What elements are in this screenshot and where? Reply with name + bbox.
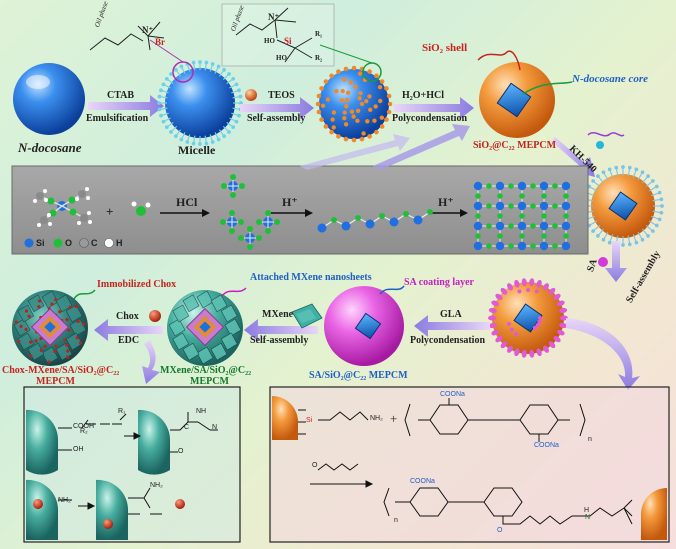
hcl-arrow-label: HCl	[176, 195, 198, 209]
n-label-1: N	[212, 424, 218, 431]
si-label: Si	[284, 36, 292, 46]
coona-label-2: COONa	[534, 442, 559, 449]
r2-label: R₂	[315, 54, 323, 62]
micelle-label: Micelle	[178, 143, 216, 157]
oh-label-1: OH	[73, 446, 84, 453]
o-label-1: O	[178, 448, 184, 455]
legend-o-label: O	[65, 238, 73, 248]
n-subscript-2: n	[394, 517, 398, 524]
legend-c-label: C	[91, 238, 98, 248]
teos-structure	[221, 3, 335, 67]
ctab-label: CTAB	[107, 90, 135, 101]
sa-coating-layer-label: SA coating layer	[404, 277, 474, 288]
teos-ball	[245, 89, 257, 101]
h2o-hcl-label: H₂O+HCl	[402, 90, 445, 101]
emulsification-label: Emulsification	[86, 113, 149, 124]
teos-label: TEOS	[268, 90, 295, 101]
sio2-shell-label: SiO₂ shell	[422, 42, 468, 54]
nh2-label-1: NH₂	[58, 497, 71, 504]
edc-label: EDC	[118, 335, 140, 346]
kh540-modified-sphere	[582, 165, 664, 247]
sa-ball	[598, 257, 608, 267]
arrow-chox	[94, 319, 163, 341]
chox-mxene-label-line1: Chox-MXene/SA/SiO₂@C₂₂	[2, 365, 120, 376]
h-plus-label-2: H⁺	[438, 195, 454, 209]
n-plus-label-2: N⁺	[268, 12, 280, 22]
cooh-label: COOH	[73, 423, 94, 430]
arrow-gla	[414, 315, 490, 337]
plus-sign-2: +	[390, 411, 398, 426]
sa-grafting-panel	[269, 386, 670, 543]
c-label-1: C	[184, 424, 190, 431]
arrow-mxene	[244, 319, 318, 341]
coona-label-1: COONa	[440, 391, 465, 398]
sa-sio2-c22-mepcm-label: SA/SiO₂@C₂₂ MEPCM	[309, 370, 408, 381]
r2-label-b: R₂	[80, 428, 88, 435]
h-label-n: H	[584, 507, 590, 514]
sio2-c22-sphere	[479, 62, 555, 138]
coona-label-3: COONa	[410, 478, 435, 485]
mxene-sa-label-line2: MEPCM	[190, 376, 229, 387]
ctab-structure	[89, 21, 165, 51]
mxene-sheet	[291, 303, 323, 329]
nh-label-1: NH	[196, 408, 207, 415]
ho-label-2: HO	[276, 54, 287, 62]
arrow-teos	[240, 97, 314, 119]
polycondensation-label-1: Polycondensation	[392, 113, 468, 124]
n-docosane-core-label: N-docosane core	[572, 73, 649, 85]
silica-micelle-sphere	[315, 44, 393, 143]
mxene-sa-label-line1: MXene/SA/SiO₂@C₂₂	[160, 365, 252, 376]
hydrolysis-panel	[11, 124, 589, 255]
n-docosane-sphere	[13, 63, 85, 135]
chox-label: Chox	[116, 311, 139, 322]
aldehyde-o-label-2: O	[497, 527, 503, 534]
si-label-2: Si	[306, 417, 313, 424]
n-plus-label-1: N⁺	[142, 25, 154, 35]
arrow-emulsification	[88, 95, 164, 117]
edc-coupling-panel	[23, 386, 241, 543]
sa-sio2-sphere	[324, 286, 404, 366]
self-assembly-label-3: Self-assembly	[250, 335, 309, 346]
plus-sign-1: +	[106, 204, 114, 219]
ho-label-1: HO	[264, 37, 275, 45]
n-subscript-1: n	[588, 436, 592, 443]
n-docosane-label: N-docosane	[18, 140, 82, 155]
arrow-to-right-panel	[566, 318, 640, 390]
r1-label-b: R₁	[118, 408, 126, 415]
chox-ball	[149, 310, 161, 322]
attached-mxene-label: Attached MXene nanosheets	[250, 272, 372, 283]
h-plus-label-1: H⁺	[282, 195, 298, 209]
gla-label: GLA	[440, 309, 462, 320]
nh2-label-2: NH₂	[150, 482, 163, 489]
arrow-sa	[605, 241, 627, 282]
polycondensation-label-2: Polycondensation	[410, 335, 486, 346]
arrow-to-left-panel	[142, 340, 160, 384]
chox-sphere	[12, 290, 88, 366]
nh2-label-3: NH₂	[370, 415, 383, 422]
legend-h-label: H	[116, 238, 123, 248]
r1-label: R₁	[315, 30, 323, 38]
mxene-sphere	[167, 290, 243, 366]
mxene-label: MXene	[262, 309, 294, 320]
n-chem-label: N	[585, 514, 591, 521]
arrow-polycondensation	[394, 97, 474, 119]
self-assembly-label-1: Self-assembly	[247, 113, 306, 124]
aldehyde-o-label: O	[312, 462, 318, 469]
shell-pointer	[477, 50, 521, 71]
core-pointer	[522, 81, 573, 95]
br-label: Br	[155, 37, 165, 47]
immobilized-chox-label: Immobilized Chox	[97, 279, 177, 290]
chox-mxene-label-line2: MEPCM	[36, 376, 75, 387]
sio2-c22-mepcm-label: SiO₂@C₂₂ MEPCM	[473, 140, 557, 151]
sa-coated-orange-sphere	[488, 278, 568, 358]
legend-si-label: Si	[36, 238, 45, 248]
